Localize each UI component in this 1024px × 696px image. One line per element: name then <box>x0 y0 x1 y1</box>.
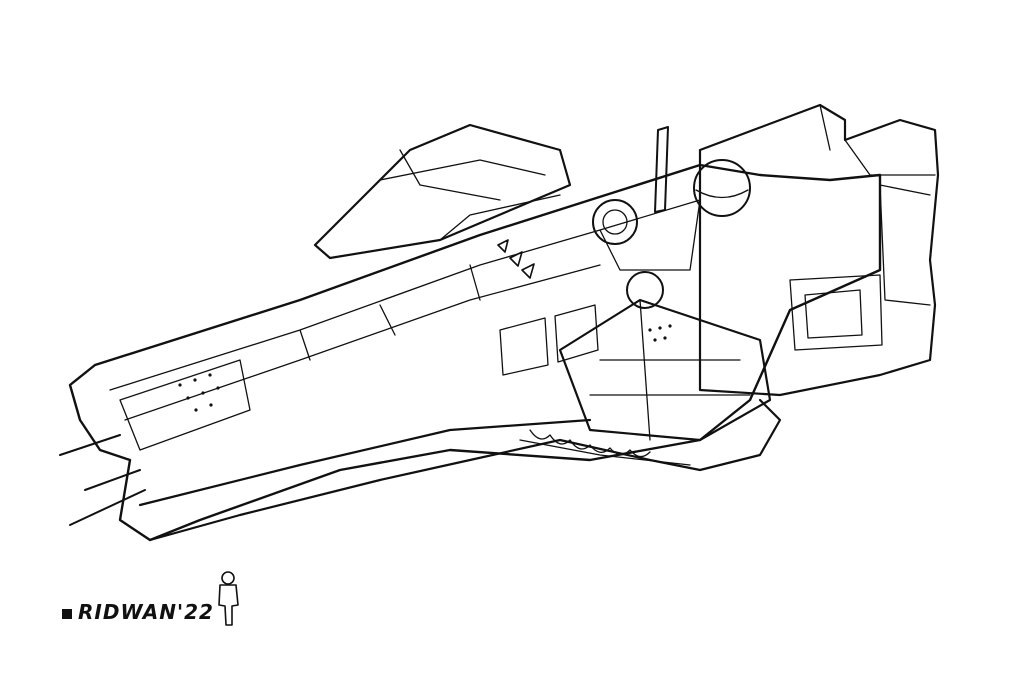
main-hull <box>68 163 882 542</box>
spine-plating <box>109 199 701 421</box>
signature-mark-icon <box>62 608 72 619</box>
side-windows <box>499 304 599 376</box>
signature-text: RIDWAN'22 <box>78 600 214 624</box>
nose-panels <box>119 359 251 451</box>
front-prongs <box>59 434 146 526</box>
rear-engine-panels <box>789 104 936 351</box>
dorsal-fin <box>313 123 572 260</box>
sensor-pod <box>626 271 664 309</box>
top-hatch <box>592 199 638 245</box>
lower-fin <box>558 298 772 442</box>
lower-hull <box>138 398 782 542</box>
belly-details <box>519 429 691 466</box>
artist-signature: RIDWAN'22 <box>62 600 214 624</box>
top-hatch-inner <box>602 209 628 235</box>
dome-turret-band <box>695 189 749 199</box>
scale-figure-icon <box>218 571 239 626</box>
nose-dots <box>178 324 672 412</box>
antenna <box>654 126 669 213</box>
chevron-markings <box>497 239 535 279</box>
rear-engine-block <box>698 103 940 397</box>
lower-fin-detail <box>589 299 751 441</box>
dome-turret <box>693 159 751 217</box>
dorsal-fin-detail <box>379 149 561 241</box>
